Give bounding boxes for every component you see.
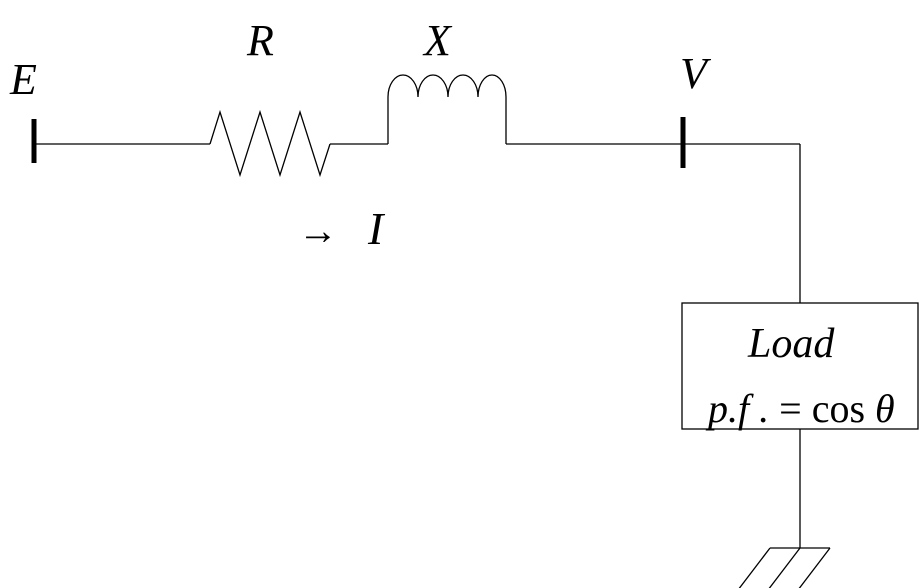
current-arrow: → [298, 208, 338, 253]
pf-period: . [759, 386, 769, 431]
resistor-symbol [209, 109, 331, 178]
pf-prefix: p.f [705, 386, 754, 431]
inductor-symbol [387, 74, 507, 144]
reactance-label: X [422, 16, 453, 65]
load-voltage-label: V [680, 49, 712, 98]
pf-cos: cos [812, 386, 865, 431]
load-title: Load [747, 321, 835, 367]
source-label: E [9, 55, 37, 104]
pf-equals: = [779, 386, 802, 431]
current-label: I [367, 203, 386, 254]
resistance-label: R [246, 16, 274, 65]
power-factor-expression: p.f . = cos θ [705, 386, 895, 431]
pf-angle: θ [875, 386, 895, 431]
ground-symbol [738, 547, 831, 588]
